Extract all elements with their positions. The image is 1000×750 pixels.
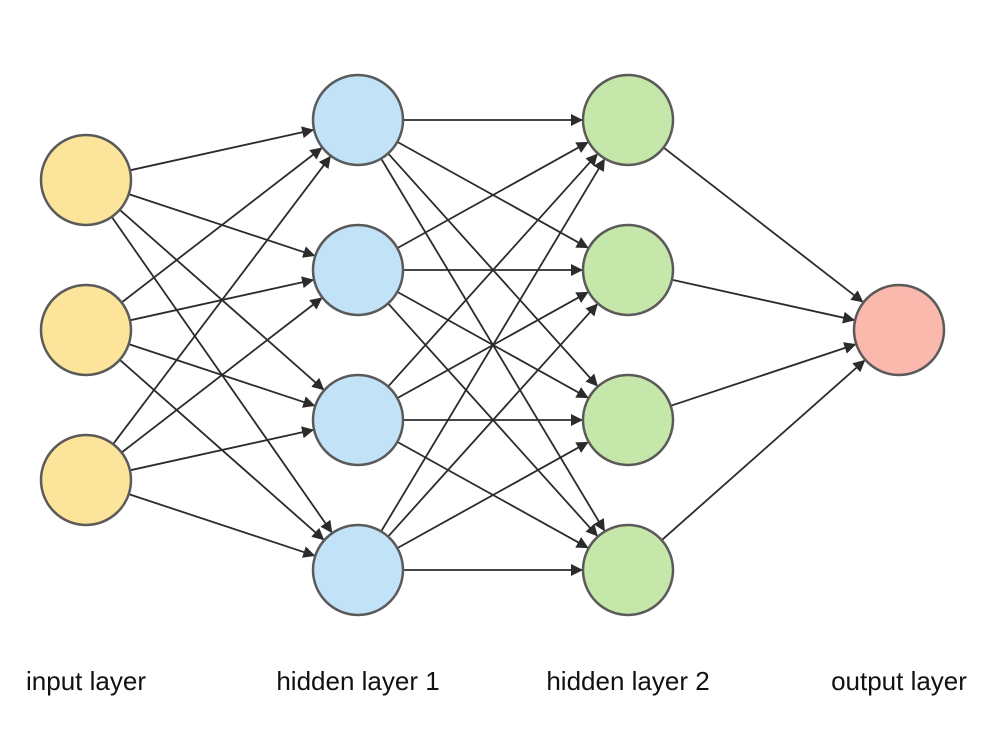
node-input-3	[39, 433, 133, 527]
edge-hidden-1-4-to-hidden-2-1	[380, 158, 606, 532]
node-input-2	[39, 283, 133, 377]
edge-input-1-to-hidden-1-1	[129, 126, 315, 172]
node-output-1	[852, 283, 946, 377]
edge-hidden-2-3-to-output-1	[670, 342, 857, 407]
edge-hidden-1-4-to-hidden-2-3	[396, 441, 589, 549]
node-hidden-2-1	[581, 73, 675, 167]
edge-hidden-1-2-to-hidden-2-1	[396, 141, 589, 249]
node-input-1	[39, 133, 133, 227]
node-hidden-2-2	[581, 223, 675, 317]
edge-hidden-1-3-to-hidden-2-1	[387, 153, 598, 388]
edge-hidden-2-2-to-output-1	[671, 278, 856, 324]
node-hidden-1-1	[311, 73, 405, 167]
layer-label-hidden-1: hidden layer 1	[276, 666, 439, 696]
edges-group	[111, 114, 866, 576]
edge-input-3-to-hidden-1-4	[128, 493, 316, 558]
edge-input-2-to-hidden-1-1	[121, 147, 323, 304]
node-hidden-1-2	[311, 223, 405, 317]
edge-hidden-2-1-to-output-1	[663, 146, 864, 303]
edge-input-3-to-hidden-1-2	[121, 297, 323, 454]
node-hidden-1-4	[311, 523, 405, 617]
node-hidden-2-4	[581, 523, 675, 617]
edge-input-3-to-hidden-1-3	[129, 426, 315, 472]
layer-label-output: output layer	[831, 666, 967, 696]
edge-hidden-2-4-to-output-1	[661, 359, 866, 541]
edge-input-3-to-hidden-1-1	[112, 155, 331, 445]
node-hidden-1-3	[311, 373, 405, 467]
edge-hidden-1-4-to-hidden-2-2	[387, 303, 598, 538]
nodes-group	[39, 73, 946, 617]
layer-label-hidden-2: hidden layer 2	[546, 666, 709, 696]
layer-label-input: input layer	[26, 666, 146, 696]
labels-group: input layer hidden layer 1 hidden layer …	[26, 666, 967, 696]
node-hidden-2-3	[581, 373, 675, 467]
